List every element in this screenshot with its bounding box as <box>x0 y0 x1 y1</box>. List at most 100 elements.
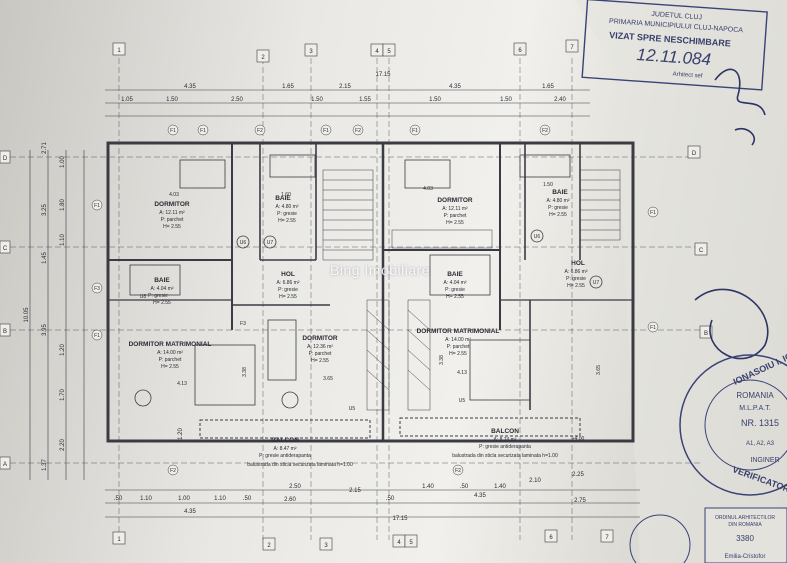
room-name: BALCON <box>491 428 519 435</box>
top-total-dim: 17.15 <box>375 72 391 78</box>
balustrade-note: balustrada din sticla securizata laminat… <box>247 462 353 468</box>
bottom-dim: 2.60 <box>284 497 296 503</box>
inner-dim: 4.13 <box>177 381 187 387</box>
top-dim: 2.40 <box>554 97 566 103</box>
room-floor: P: gresie <box>278 287 298 293</box>
room-area: A: 14.00 m² <box>445 337 471 343</box>
window-tag: F1 <box>94 333 100 339</box>
room-area: A: 12.11 m² <box>442 206 468 212</box>
watermark: Bing Imobiliare <box>330 262 431 278</box>
bottom-dim: 1.40 <box>422 484 434 490</box>
room-area: A: 14.00 m² <box>157 350 183 356</box>
stamp-line: Arhitect sef <box>672 72 703 80</box>
room-area: A: 6.86 m² <box>564 269 587 275</box>
room-name: HOL <box>281 271 295 278</box>
room-height: H= 2.55 <box>279 294 297 300</box>
grid-axis-2: 2 <box>261 55 265 61</box>
room-name: BAIE <box>275 195 291 202</box>
door-tag: U5 <box>459 398 466 404</box>
grid-axis-6: 6 <box>518 48 522 54</box>
grid-axis-2-bottom: 2 <box>267 543 271 549</box>
room-name: DORMITOR <box>302 335 338 342</box>
top-dim: 1.65 <box>282 84 294 90</box>
room-floor: P: gresie antiderapanta <box>479 444 531 450</box>
left-dim: 2.71 <box>42 142 48 154</box>
grid-axis-D-right: D <box>692 151 697 157</box>
grid-axis-1-bottom: 1 <box>117 537 121 543</box>
level-mark: +4.00 <box>572 436 585 442</box>
window-tag: F1 <box>650 325 656 331</box>
bottom-dim: 4.35 <box>184 509 196 515</box>
window-tag: F2 <box>455 468 461 474</box>
room-name: DORMITOR MATRIMONIAL <box>417 328 500 335</box>
top-dim: 4.35 <box>449 84 461 90</box>
left-dim: 10.05 <box>24 307 30 323</box>
inner-dim: 3.65 <box>323 376 333 382</box>
room-height: H= 2.55 <box>153 300 171 306</box>
window-tag: F3 <box>94 286 100 292</box>
door-tag: F3 <box>240 321 246 327</box>
left-dim: 1.45 <box>42 252 48 264</box>
stamp-nr: NR. 1315 <box>741 418 779 428</box>
left-dim: 1.80 <box>60 199 66 211</box>
architect-stamp: ORDINUL ARHITECTILOR DIN ROMANIA 3380 Em… <box>629 507 787 563</box>
grid-axis-D: D <box>3 156 8 162</box>
bottom-dim: 1.10 <box>214 496 226 502</box>
room-height: H= 2.55 <box>446 294 464 300</box>
bottom-dim: 2.10 <box>529 478 541 484</box>
left-dim: 1.37 <box>42 459 48 471</box>
room-name: BAIE <box>447 271 463 278</box>
bottom-dim: .50 <box>386 496 395 502</box>
room-area: A: 4.80 m² <box>546 198 569 204</box>
bottom-dim: .50 <box>243 496 252 502</box>
window-tag: F1 <box>170 128 176 134</box>
room-floor: P: gresie <box>277 211 297 217</box>
left-dim: 1.10 <box>60 234 66 246</box>
grid-axis-4-bottom: 4 <box>397 540 401 546</box>
architect-stamp-line: DIN ROMANIA <box>728 522 762 528</box>
grid-axis-3: 3 <box>309 49 313 55</box>
stamp-line: JUDETUL CLUJ <box>651 11 702 22</box>
room-area: A: 4.04 m² <box>150 286 173 292</box>
door-tag: U6 <box>240 240 247 246</box>
room-height: H= 2.55 <box>446 220 464 226</box>
room-area: A: 12.36 m² <box>307 344 333 350</box>
room-floor: P: gresie <box>445 287 465 293</box>
grid-axis-B: B <box>3 329 7 335</box>
top-dim: 1.55 <box>359 97 371 103</box>
room-area: A: 8.74 m² <box>493 437 516 443</box>
bottom-dim: 1.00 <box>178 496 190 502</box>
bottom-dim: .50 <box>460 484 469 490</box>
bottom-dim: 2.75 <box>574 498 586 504</box>
left-dim: 2.20 <box>60 439 66 451</box>
room-height: H= 2.55 <box>549 212 567 218</box>
signature-scribble <box>714 68 766 146</box>
left-dim: 1.20 <box>178 428 184 440</box>
room-area: A: 6.86 m² <box>276 280 299 286</box>
room-name: BAIE <box>552 189 568 196</box>
grid-axis-C-right: C <box>699 248 704 254</box>
window-tag: F2 <box>355 128 361 134</box>
architect-stamp-line: 3380 <box>736 534 754 543</box>
bottom-dim: 2.25 <box>572 472 584 478</box>
top-dim: 4.35 <box>184 84 196 90</box>
grid-axis-4: 4 <box>375 49 379 55</box>
inner-dim: 1.60 <box>281 192 291 198</box>
grid-axis-7-bottom: 7 <box>605 535 609 541</box>
stamp-org: M.L.P.A.T. <box>739 405 770 412</box>
room-area: A: 8.47 m² <box>273 446 296 452</box>
top-dim: 1.50 <box>166 97 178 103</box>
window-tag: F2 <box>170 468 176 474</box>
bottom-dim: .50 <box>114 496 123 502</box>
grid-axis-5: 5 <box>387 49 391 55</box>
room-floor: P: parchet <box>444 213 467 219</box>
stamp-scope: A1, A2, A3 <box>746 441 775 447</box>
top-dim: 1.50 <box>500 97 512 103</box>
room-area: A: 12.11 m² <box>159 210 185 216</box>
window-tag: F2 <box>257 128 263 134</box>
bottom-dim: 1.10 <box>140 496 152 502</box>
top-dim: 1.50 <box>311 97 323 103</box>
room-floor: P: gresie <box>566 276 586 282</box>
